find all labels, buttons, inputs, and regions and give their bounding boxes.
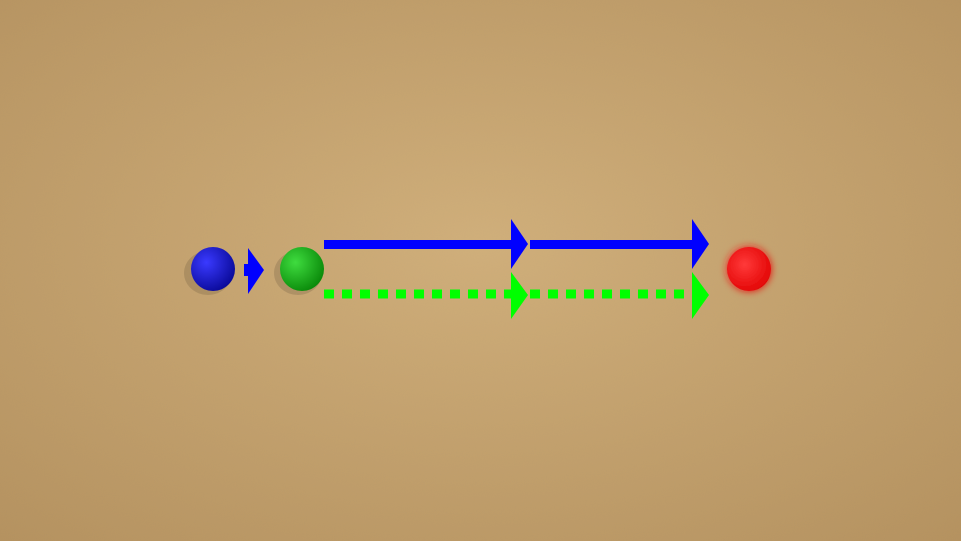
blue-short-arrow: [244, 248, 264, 294]
red-ball: [727, 247, 771, 291]
green-dotted-arrow-1: [324, 272, 528, 319]
blue-arrow-1: [324, 219, 528, 269]
green-dotted-arrow-2: [530, 272, 709, 319]
green-ball: [280, 247, 324, 291]
blue-arrow-2: [530, 219, 709, 269]
blue-ball: [191, 247, 235, 291]
